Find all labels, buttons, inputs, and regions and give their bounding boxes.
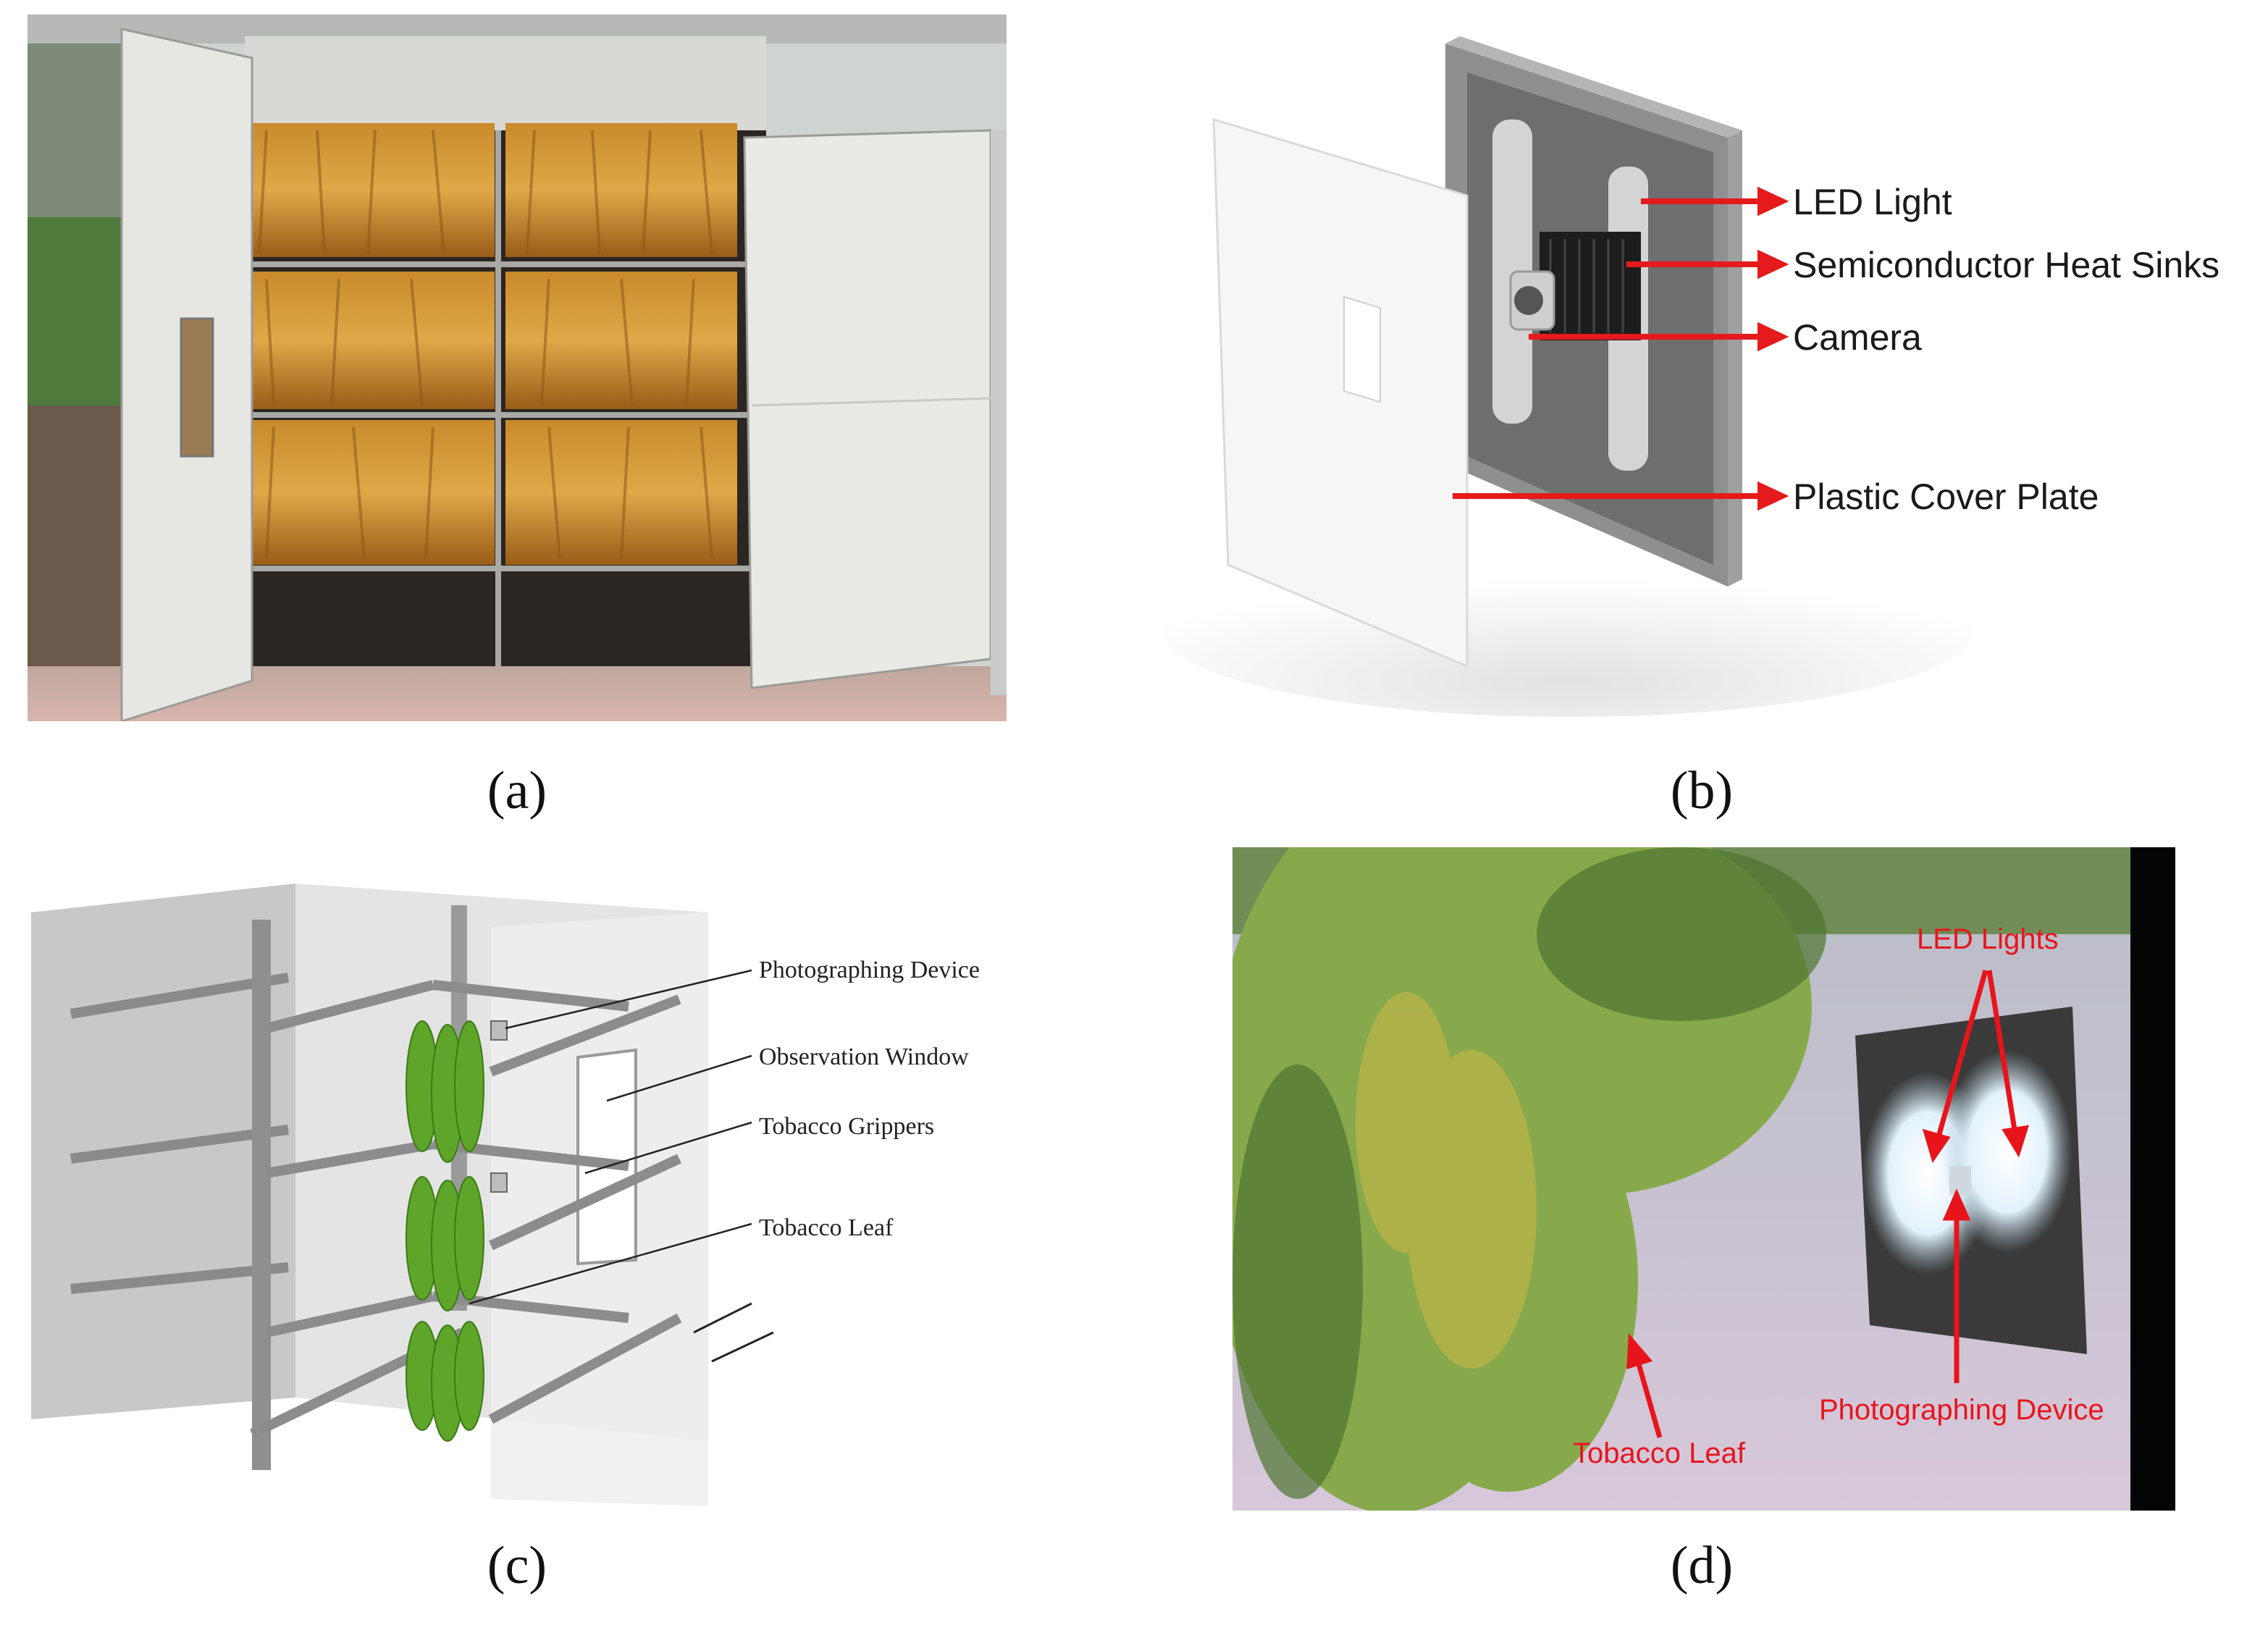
label-cover-plate: Plastic Cover Plate — [1793, 476, 2099, 517]
panel-d-interior-photo: LED Lights Photographing Device Tobacco … — [1232, 847, 2175, 1511]
caption-a: (a) — [487, 761, 547, 820]
label-camera: Camera — [1793, 317, 1922, 358]
label-heat-sinks: Semiconductor Heat Sinks — [1793, 245, 2219, 285]
panel-c-barn-diagram: Photographing Device Observation Window … — [28, 869, 1041, 1506]
label-tobacco-grippers: Tobacco Grippers — [759, 1113, 934, 1140]
panel-a-barn-photo — [28, 14, 1007, 721]
label-led-lights: LED Lights — [1917, 923, 2059, 955]
caption-d: (d) — [1670, 1536, 1734, 1595]
caption-c: (c) — [487, 1536, 547, 1595]
caption-b: (b) — [1670, 761, 1734, 820]
panel-b-device-render: LED Light Semiconductor Heat Sinks Camer… — [1134, 14, 2264, 731]
label-tobacco-leaf-d: Tobacco Leaf — [1573, 1437, 1746, 1469]
label-tobacco-leaf: Tobacco Leaf — [759, 1214, 894, 1241]
label-led-light: LED Light — [1793, 182, 1952, 222]
label-observation-window: Observation Window — [759, 1044, 969, 1070]
label-photographing-device-d: Photographing Device — [1819, 1394, 2104, 1426]
label-photographing-device: Photographing Device — [759, 957, 980, 983]
